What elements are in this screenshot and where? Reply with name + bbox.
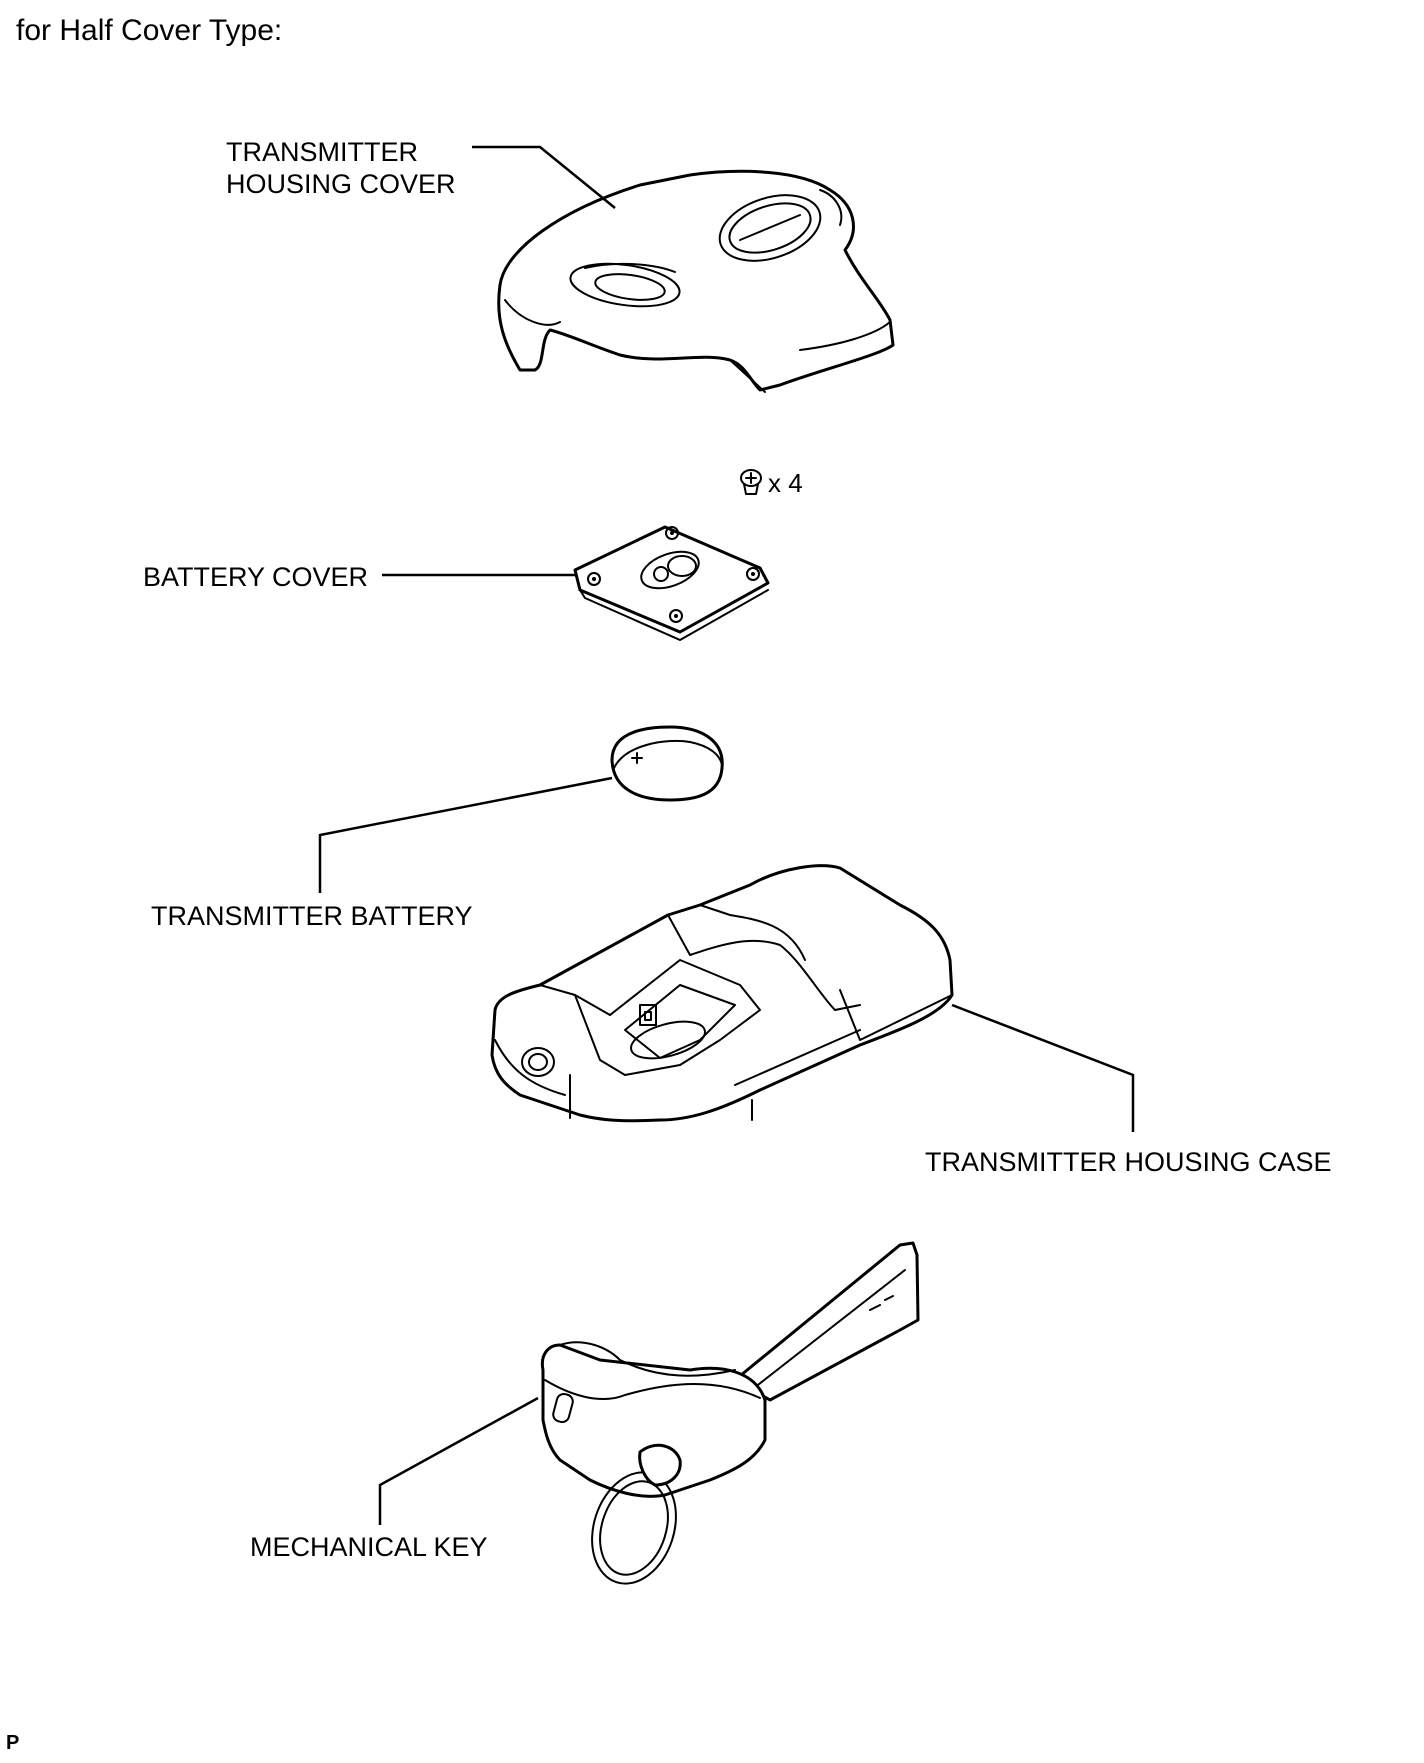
battery-cover-illustration — [573, 525, 770, 641]
battery-leader-line — [318, 776, 613, 893]
housing-cover-label-line2: HOUSING COVER — [226, 169, 456, 199]
battery-cover-label: BATTERY COVER — [143, 562, 369, 592]
transmitter-battery-label: TRANSMITTER BATTERY — [151, 901, 473, 931]
mechanical-key-leader-line — [378, 1396, 539, 1525]
screw-icon — [740, 469, 762, 495]
transmitter-battery-illustration — [610, 725, 724, 802]
transmitter-housing-case-illustration — [490, 864, 954, 1123]
housing-cover-leader-line — [472, 145, 616, 209]
screw-count-label: x 4 — [768, 468, 803, 498]
page-title: for Half Cover Type: — [16, 14, 283, 47]
housing-case-leader-line — [951, 1003, 1135, 1132]
housing-cover-label-line1: TRANSMITTER — [226, 137, 418, 167]
housing-case-label: TRANSMITTER HOUSING CASE — [925, 1147, 1332, 1177]
corner-mark: P — [6, 1732, 20, 1754]
transmitter-housing-cover-illustration — [497, 169, 895, 393]
mechanical-key-label: MECHANICAL KEY — [250, 1532, 488, 1562]
mechanical-key-illustration — [540, 1241, 920, 1585]
